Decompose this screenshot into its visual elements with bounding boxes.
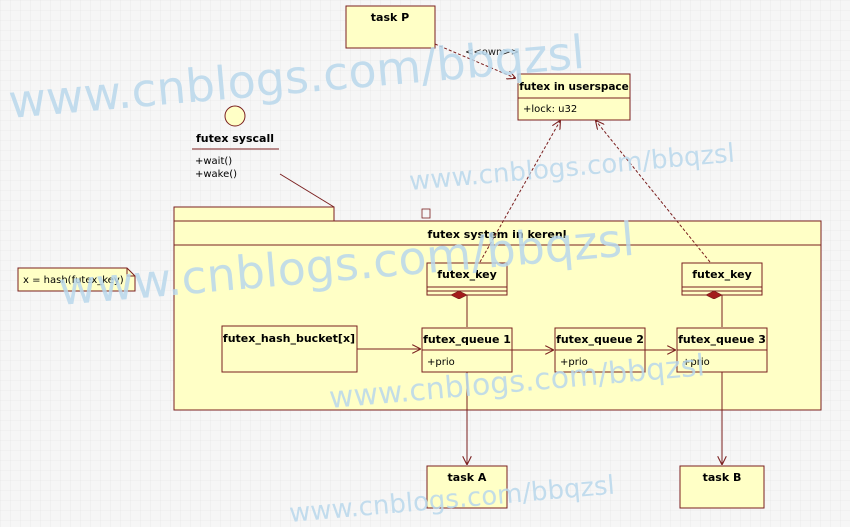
task-p-label: task P <box>371 11 409 24</box>
queue-1-attr: +prio <box>427 357 455 368</box>
package-tab <box>173 206 335 222</box>
futex-key-1-label: futex_key <box>437 268 497 281</box>
syscall-link <box>279 173 335 208</box>
task-b-label: task B <box>703 471 742 484</box>
queue-1-title: futex_queue 1 <box>423 333 511 346</box>
futex-key-2-label: futex_key <box>692 268 752 281</box>
queue-2-attr: +prio <box>560 357 588 368</box>
futex-userspace-title: futex in userspace <box>519 81 629 93</box>
futex-key-box-2[interactable]: futex_key <box>681 262 763 296</box>
package-title: futex system in kerenl <box>428 228 567 241</box>
queue-2-title: futex_queue 2 <box>556 333 644 346</box>
futex-key-box-1[interactable]: futex_key <box>426 262 508 296</box>
note-text: x = hash(futex_key) <box>23 275 124 286</box>
futex-syscall-interface[interactable]: futex syscall +wait() +wake() <box>192 105 279 180</box>
syscall-op-wait: +wait() <box>195 156 232 167</box>
futex-queue-2-box[interactable]: futex_queue 2 +prio <box>554 327 646 373</box>
hash-bucket-label: futex_hash_bucket[x] <box>223 332 355 345</box>
key-2-dependency-arrow <box>596 121 711 263</box>
queue-3-attr: +prio <box>682 357 710 368</box>
task-a-label: task A <box>448 471 487 484</box>
task-p-box[interactable]: task P <box>345 5 436 49</box>
package-body <box>173 220 822 411</box>
syscall-op-wake: +wake() <box>195 169 237 180</box>
own-dependency-arrow <box>434 43 515 78</box>
hash-bucket-box[interactable]: futex_hash_bucket[x] <box>221 325 358 373</box>
task-a-box[interactable]: task A <box>426 465 508 509</box>
syscall-title: futex syscall <box>196 132 274 145</box>
task-b-box[interactable]: task B <box>679 465 765 509</box>
futex-queue-3-box[interactable]: futex_queue 3 +prio <box>676 327 768 373</box>
package-icon <box>421 208 431 219</box>
futex-userspace-box[interactable]: futex in userspace +lock: u32 <box>517 73 631 121</box>
futex-queue-1-box[interactable]: futex_queue 1 +prio <box>421 327 513 373</box>
queue-3-title: futex_queue 3 <box>678 333 766 346</box>
hash-note[interactable]: x = hash(futex_key) <box>17 267 136 292</box>
own-label: <<own>> <box>465 47 519 58</box>
futex-userspace-attr: +lock: u32 <box>523 104 577 115</box>
key-1-dependency-arrow <box>479 121 560 263</box>
interface-icon <box>224 105 246 127</box>
kernel-package[interactable]: futex system in kerenl <box>173 206 822 411</box>
